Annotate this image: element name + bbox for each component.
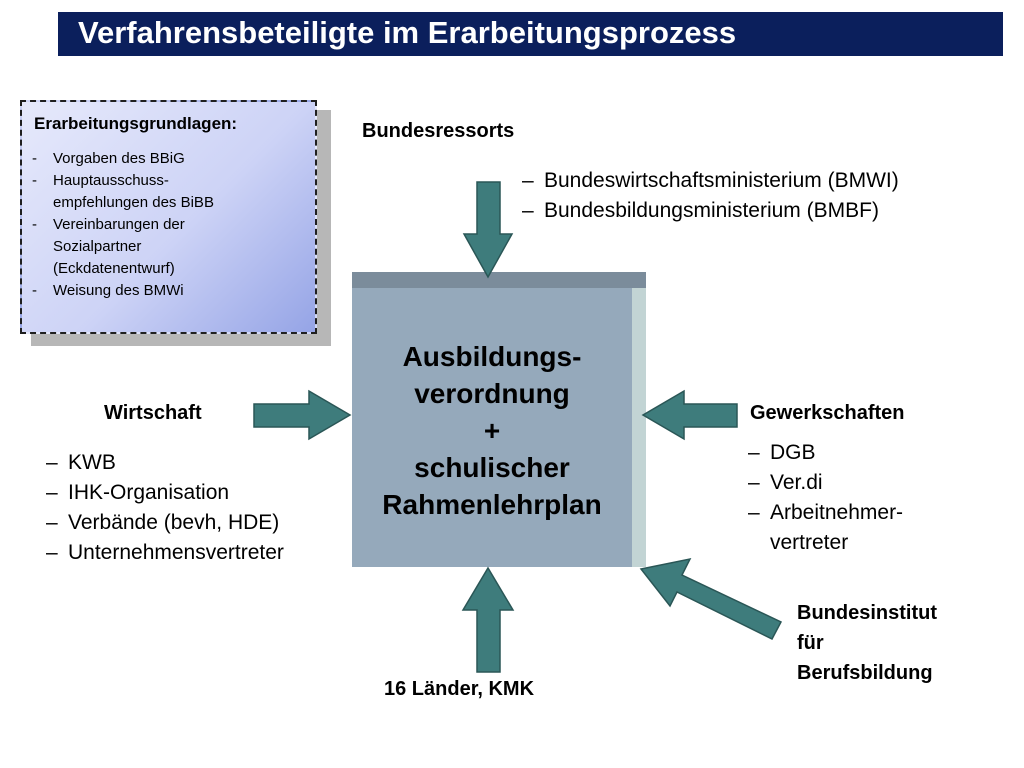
bundesressorts-list: – Bundeswirtschaftsministerium (BMWI) – … (522, 166, 899, 226)
wirtschaft-label: Wirtschaft (104, 402, 202, 424)
gewerkschaften-item: – Arbeitnehmer-vertreter (748, 498, 920, 558)
basis-item-bullet: - (32, 216, 37, 233)
bibb-line: Berufsbildung (797, 662, 933, 684)
bibb-line: Bundesinstitut (797, 602, 937, 624)
laender-label: 16 Länder, KMK (384, 678, 535, 700)
center-line: schulischer (414, 452, 570, 483)
center-line: + (483, 415, 501, 446)
gewerkschaften-label: Gewerkschaften (750, 402, 905, 424)
basis-item-text: Vorgaben des BBiG (53, 150, 185, 167)
gewerkschaften-item: – DGB (748, 438, 920, 468)
title-bar: Verfahrensbeteiligte im Erarbeitungsproz… (58, 12, 1003, 56)
list-item-text: DGB (770, 441, 816, 464)
list-item-text: Unternehmensvertreter (68, 541, 284, 564)
wirtschaft-item: – IHK-Organisation (46, 478, 284, 508)
basis-box: Erarbeitungsgrundlagen: - Vorgaben des B… (20, 100, 317, 334)
basis-item-text: Vereinbarungen der Sozialpartner (Eckdat… (53, 216, 185, 277)
list-item-text: Arbeitnehmer-vertreter (770, 501, 904, 554)
basis-item: - Vereinbarungen der Sozialpartner (Eckd… (32, 214, 243, 280)
center-line: verordnung (414, 378, 570, 409)
list-dash: – (46, 511, 58, 534)
center-box-top (352, 272, 646, 288)
list-dash: – (748, 501, 760, 524)
list-dash: – (522, 169, 534, 192)
arrow-up-icon (461, 566, 515, 673)
bibb-line: für (797, 632, 824, 654)
wirtschaft-item: – Unternehmensvertreter (46, 538, 284, 568)
center-box (352, 288, 632, 567)
list-item-text: KWB (68, 451, 116, 474)
list-dash: – (748, 471, 760, 494)
arrow-down-icon (462, 181, 514, 279)
arrow-diagonal-icon (639, 557, 783, 640)
list-dash: – (46, 541, 58, 564)
wirtschaft-list: – KWB – IHK-Organisation – Verbände (bev… (46, 448, 284, 568)
center-line: Rahmenlehrplan (382, 489, 602, 520)
basis-item: - Vorgaben des BBiG (32, 148, 312, 170)
list-item-text: IHK-Organisation (68, 481, 230, 504)
arrow-right-icon (253, 389, 352, 441)
list-dash: – (522, 199, 534, 222)
bundesressorts-item: – Bundesbildungsministerium (BMBF) (522, 196, 899, 226)
basis-item-bullet: - (32, 282, 37, 299)
page-title: Verfahrensbeteiligte im Erarbeitungsproz… (78, 15, 737, 50)
bundesressorts-item: – Bundeswirtschaftsministerium (BMWI) (522, 166, 899, 196)
list-item-text: Bundesbildungsministerium (BMBF) (544, 199, 879, 222)
list-dash: – (748, 441, 760, 464)
gewerkschaften-item: – Ver.di (748, 468, 920, 498)
list-item-text: Bundeswirtschaftsministerium (BMWI) (544, 169, 899, 192)
list-item-text: Verbände (bevh, HDE) (68, 511, 280, 534)
arrow-left-icon (641, 389, 738, 441)
center-line: Ausbildungs- (402, 341, 582, 372)
gewerkschaften-list: – DGB – Ver.di – Arbeitnehmer-vertreter (748, 438, 920, 558)
basis-item: - Weisung des BMWi (32, 280, 312, 302)
list-dash: – (46, 451, 58, 474)
basis-list: - Vorgaben des BBiG - Hauptausschuss-emp… (32, 148, 312, 302)
center-box-side (632, 272, 646, 567)
basis-item-text: Hauptausschuss-empfehlungen des BiBB (53, 172, 214, 211)
list-dash: – (46, 481, 58, 504)
bibb-label: Bundesinstitut für Berufsbildung (797, 598, 937, 688)
basis-item: - Hauptausschuss-empfehlungen des BiBB (32, 170, 253, 214)
list-item-text: Ver.di (770, 471, 823, 494)
wirtschaft-item: – Verbände (bevh, HDE) (46, 508, 284, 538)
basis-heading: Erarbeitungsgrundlagen: (34, 114, 238, 133)
center-box-text: Ausbildungs- verordnung + schulischer Ra… (352, 338, 632, 523)
basis-item-bullet: - (32, 150, 37, 167)
wirtschaft-item: – KWB (46, 448, 284, 478)
basis-item-bullet: - (32, 172, 37, 189)
bundesressorts-label: Bundesressorts (362, 120, 515, 142)
basis-item-text: Weisung des BMWi (53, 282, 184, 299)
